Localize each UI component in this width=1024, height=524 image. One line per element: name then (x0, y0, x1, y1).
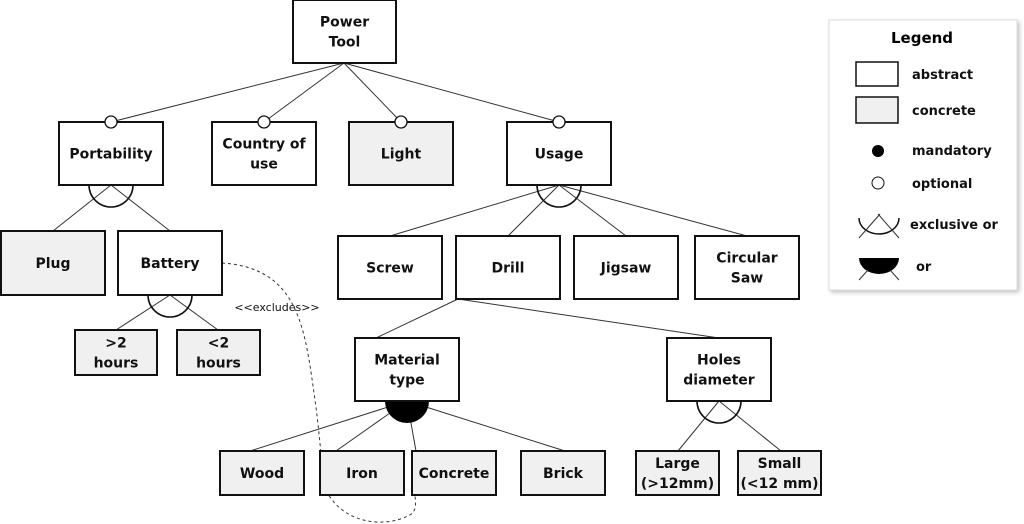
legend: Legend abstract concrete mandatory optio… (828, 19, 1018, 291)
feature-box (58, 121, 164, 186)
exclusive-or-arc-holes (696, 400, 742, 424)
feature-concrete: Concrete (411, 450, 497, 496)
feature-label: Drill (492, 261, 525, 277)
legend-exclusive-or-label: exclusive or (910, 218, 999, 233)
feature-box (737, 450, 822, 496)
feature-drill: Drill (455, 235, 561, 300)
feature-label: Concrete (419, 466, 490, 482)
feature-large: Large(>12mm) (635, 450, 720, 496)
feature-label: Battery (140, 256, 199, 272)
feature-label: Usage (535, 147, 584, 163)
legend-title: Legend (891, 29, 953, 47)
feature-box (211, 121, 317, 186)
feature-label: Small(<12 mm) (740, 456, 818, 492)
feature-box (635, 450, 720, 496)
feature-box (666, 337, 772, 402)
feature-small: Small(<12 mm) (737, 450, 822, 496)
feature-box (219, 450, 305, 496)
legend-optional-label: optional (912, 177, 972, 192)
feature-label: Wood (240, 466, 284, 482)
feature-brick: Brick (520, 450, 606, 496)
legend-or-label: or (916, 260, 932, 275)
feature-portability: Portability (58, 121, 164, 186)
feature-light: Light (348, 121, 454, 186)
feature-box (506, 121, 612, 186)
feature-wood: Wood (219, 450, 305, 496)
feature-box (292, 0, 397, 64)
feature-label: Brick (543, 466, 584, 482)
feature-box (694, 235, 800, 300)
feature-label: Screw (366, 261, 414, 277)
feature-box (337, 235, 443, 300)
optional-markers (104, 115, 566, 129)
feature-battery: Battery (117, 230, 223, 296)
feature-box (573, 235, 679, 300)
feature-label: Portability (69, 147, 152, 163)
optional-marker (394, 115, 408, 129)
exclusive-or-icon (858, 213, 900, 239)
feature-plug: Plug (0, 230, 106, 296)
legend-abstract-swatch (855, 61, 899, 87)
feature-box (348, 121, 454, 186)
exclusive-or-arc-battery (147, 294, 193, 318)
mandatory-icon (872, 145, 884, 157)
optional-marker (552, 115, 566, 129)
feature-box (319, 450, 405, 496)
excludes-label: <<excludes>> (234, 301, 319, 314)
feature-box (354, 337, 460, 402)
feature-box (520, 450, 606, 496)
feature-iron: Iron (319, 450, 405, 496)
feature-label: Large(>12mm) (641, 456, 714, 492)
feature-label: Iron (346, 466, 378, 482)
feature-box (411, 450, 497, 496)
legend-abstract-label: abstract (912, 68, 973, 83)
exclusive-or-arc-usage (536, 184, 582, 208)
feature-box (176, 329, 261, 376)
optional-marker (104, 115, 118, 129)
edges (52, 62, 782, 452)
feature-box (74, 329, 158, 376)
or-arc-material (385, 401, 429, 423)
optional-icon (871, 176, 885, 190)
feature-box (117, 230, 223, 296)
excludes-constraint (221, 262, 417, 523)
legend-concrete-swatch (855, 96, 899, 124)
legend-mandatory-label: mandatory (912, 144, 992, 159)
legend-concrete-label: concrete (912, 104, 976, 119)
or-icon (858, 258, 900, 281)
optional-marker (257, 115, 271, 129)
feature-box (455, 235, 561, 300)
feature-label: Light (381, 147, 422, 163)
feature-screw: Screw (337, 235, 443, 300)
feature-usage: Usage (506, 121, 612, 186)
feature-jigsaw: Jigsaw (573, 235, 679, 300)
feature-label: Jigsaw (600, 261, 652, 277)
feature-box (0, 230, 106, 296)
exclusive-or-arc-portability (88, 184, 134, 208)
feature-label: Plug (35, 256, 70, 272)
